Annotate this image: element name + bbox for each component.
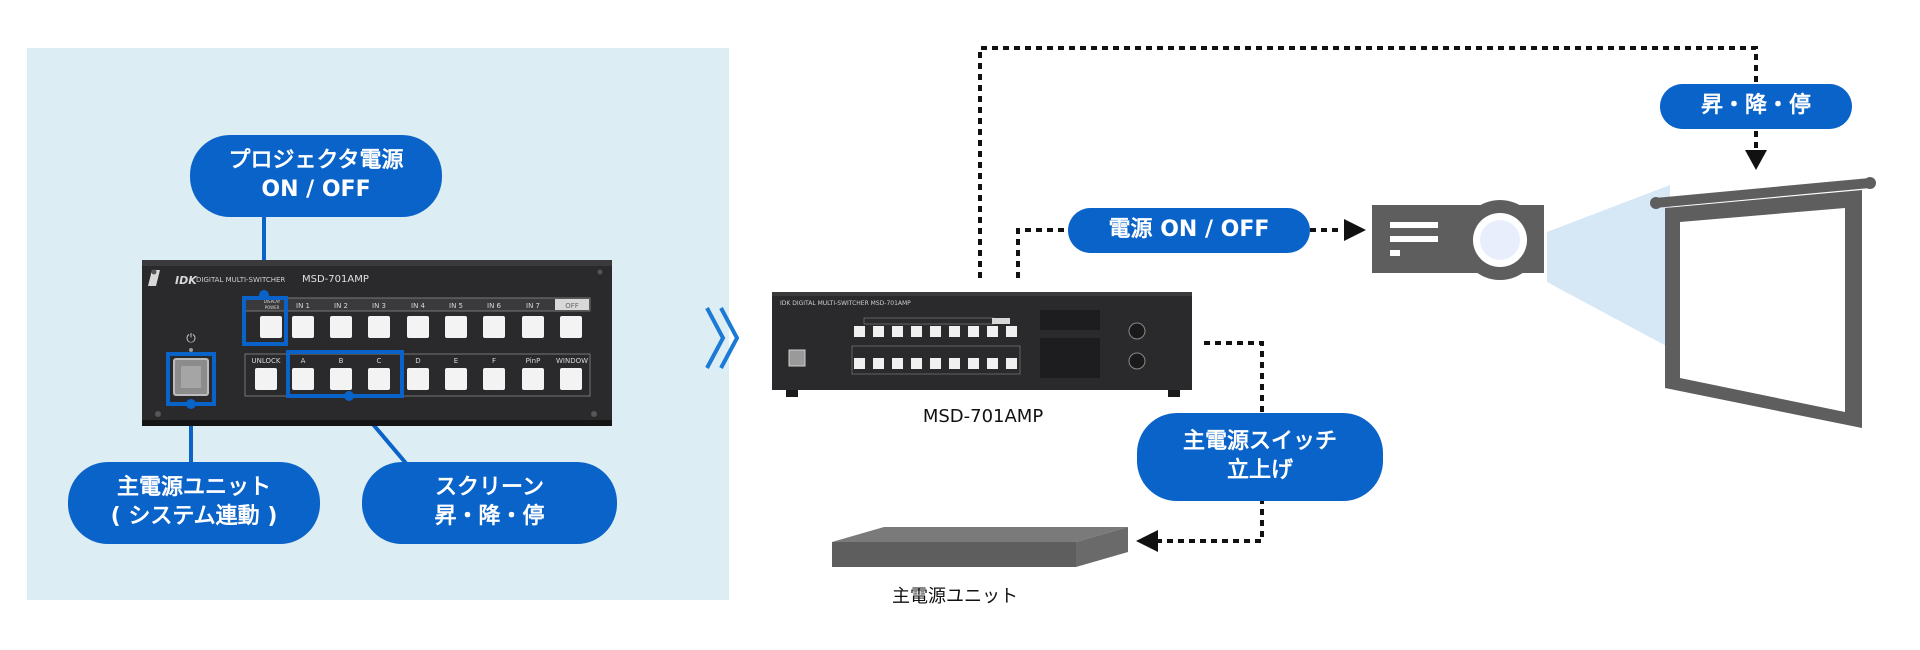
arrow-down-icon <box>1745 150 1767 170</box>
brand-text: IDK <box>175 274 198 287</box>
off-label: OFF <box>565 302 579 310</box>
f-label: F <box>492 357 496 365</box>
in2-label: IN 2 <box>334 302 348 310</box>
in1-label: IN 1 <box>296 302 310 310</box>
svg-text:IDK DIGITAL MULTI-SWITCHER M: IDK DIGITAL MULTI-SWITCHER MSD-701AMP <box>780 300 911 307</box>
a-label: A <box>301 357 306 365</box>
main-power-unit-box <box>832 527 1128 567</box>
device-name-text: DIGITAL MULTI-SWITCHER <box>196 276 285 284</box>
arrow-right-icon <box>1344 219 1366 241</box>
switcher-caption: MSD-701AMP <box>922 406 1044 427</box>
projector-power-callout: プロジェクタ電源 ON / OFF <box>190 135 442 217</box>
bottom-row-labels: UNLOCK A B C D E F PinP WINDOW <box>252 357 589 365</box>
in4-label: IN 4 <box>411 302 426 310</box>
main-switch-line-bottom <box>1155 498 1264 543</box>
switcher-device-small: IDK DIGITAL MULTI-SWITCHER MSD-701AMP <box>772 292 1192 397</box>
idk-logo-mark <box>148 270 160 286</box>
projection-screen-icon <box>1650 177 1876 428</box>
in7-label: IN 7 <box>526 302 540 310</box>
screen-up-down-stop-label: 昇・降・停 <box>1660 84 1852 129</box>
unlock-label: UNLOCK <box>252 357 281 365</box>
power-label: POWER <box>265 305 280 310</box>
top-row-buttons <box>260 316 582 338</box>
in5-label: IN 5 <box>449 302 463 310</box>
top-row-labels: DISPLAY POWER IN 1 IN 2 IN 3 IN 4 IN 5 I… <box>264 299 589 310</box>
d-label: D <box>415 357 420 365</box>
main-power-unit-callout: 主電源ユニット ( システム連動 ) <box>68 462 320 544</box>
main-switch-startup-label: 主電源スイッチ 立上げ <box>1137 413 1383 501</box>
in6-label: IN 6 <box>487 302 502 310</box>
c-label: C <box>377 357 382 365</box>
device-body <box>142 260 612 426</box>
power-symbol-icon: ⏻ <box>186 331 196 345</box>
bottom-row-buttons <box>255 368 582 390</box>
arrow-left-icon <box>1136 530 1158 552</box>
b-label: B <box>339 357 344 365</box>
window-label: WINDOW <box>556 357 588 365</box>
device-model-text: MSD-701AMP <box>302 274 369 285</box>
screen-control-callout: スクリーン 昇・降・停 <box>362 462 617 544</box>
main-switch-line-top <box>1204 341 1264 412</box>
power-on-off-label: 電源 ON / OFF <box>1068 208 1310 253</box>
pinp-label: PinP <box>526 357 541 365</box>
power-line-left <box>1016 228 1068 278</box>
projector-icon <box>1372 200 1544 280</box>
chevron-right-icon <box>705 307 726 369</box>
in3-label: IN 3 <box>372 302 386 310</box>
main-power-unit-caption: 主電源ユニット <box>892 586 1018 607</box>
projector-light-beam <box>1547 185 1670 348</box>
e-label: E <box>454 357 458 365</box>
display-label: DISPLAY <box>264 299 281 304</box>
